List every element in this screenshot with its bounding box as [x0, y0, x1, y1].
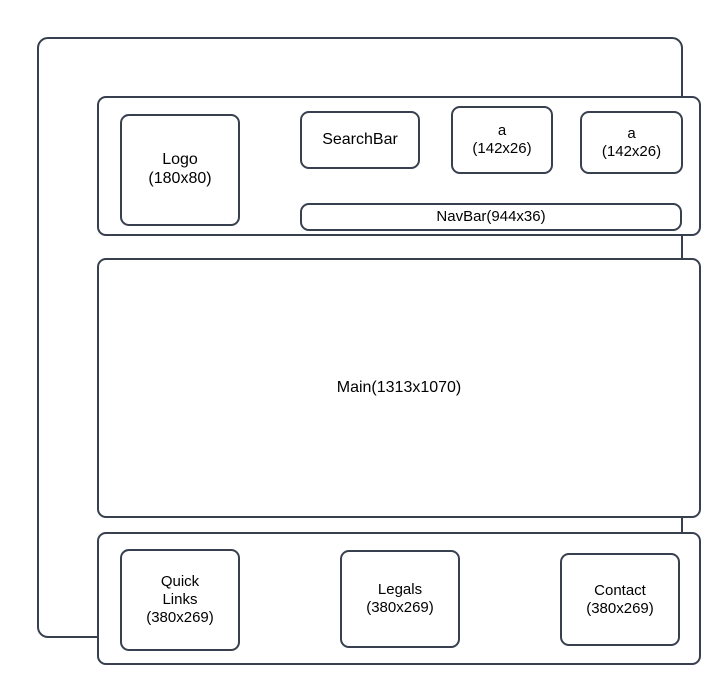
contact-box[interactable]: Contact (380x269) [560, 553, 680, 646]
navbar-box[interactable]: NavBar(944x36) [300, 203, 682, 231]
searchbar-box[interactable]: SearchBar [300, 111, 420, 169]
footer-region: Quick Links (380x269) Legals (380x269) C… [97, 532, 701, 665]
page-frame: Logo (180x80) SearchBar a (142x26) a (14… [37, 37, 701, 665]
main-region[interactable]: Main(1313x1070) [97, 258, 701, 518]
legals-box[interactable]: Legals (380x269) [340, 550, 460, 648]
quick-links-box[interactable]: Quick Links (380x269) [120, 549, 240, 651]
header-region: Logo (180x80) SearchBar a (142x26) a (14… [97, 96, 701, 236]
logo-box[interactable]: Logo (180x80) [120, 114, 240, 226]
anchor-box-2[interactable]: a (142x26) [580, 111, 683, 174]
anchor-box-1[interactable]: a (142x26) [451, 106, 553, 174]
